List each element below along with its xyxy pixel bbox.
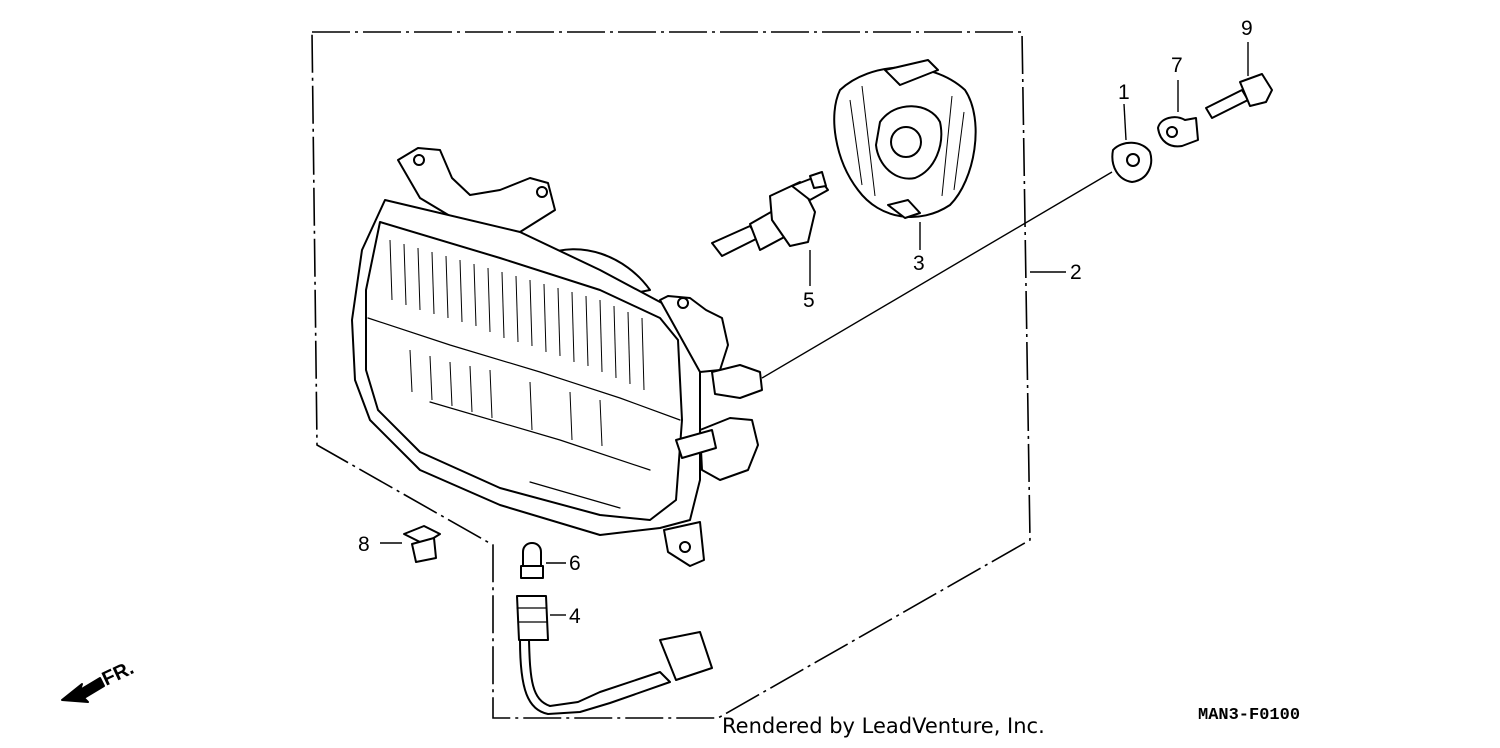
- callout-5: 5: [803, 289, 815, 312]
- callout-4: 4: [569, 605, 581, 628]
- halogen-bulb-illustration: [711, 171, 829, 257]
- position-bulb-illustration: [520, 542, 544, 579]
- bulb-cover-illustration: [833, 59, 977, 219]
- callout-9: 9: [1241, 17, 1253, 40]
- collar-illustration: [1157, 116, 1199, 148]
- callout-7: 7: [1171, 54, 1183, 77]
- callout-1: 1: [1118, 81, 1130, 104]
- bolt-illustration: [1205, 73, 1273, 119]
- leader-lines: [380, 42, 1249, 616]
- assembly-boundary: [311, 31, 1031, 719]
- grommet-illustration: [1111, 141, 1153, 183]
- callout-6: 6: [569, 552, 581, 575]
- socket-harness-illustration: [516, 595, 713, 715]
- callout-8: 8: [358, 533, 370, 556]
- callout-2: 2: [1070, 261, 1082, 284]
- credit-text: Rendered by LeadVenture, Inc.: [722, 714, 1045, 738]
- small-bolt-illustration: [403, 525, 441, 563]
- callout-3: 3: [913, 252, 925, 275]
- front-direction-arrow: [61, 677, 105, 703]
- diagram-code: MAN3-F0100: [1198, 706, 1301, 725]
- headlight-unit-illustration: [351, 147, 763, 567]
